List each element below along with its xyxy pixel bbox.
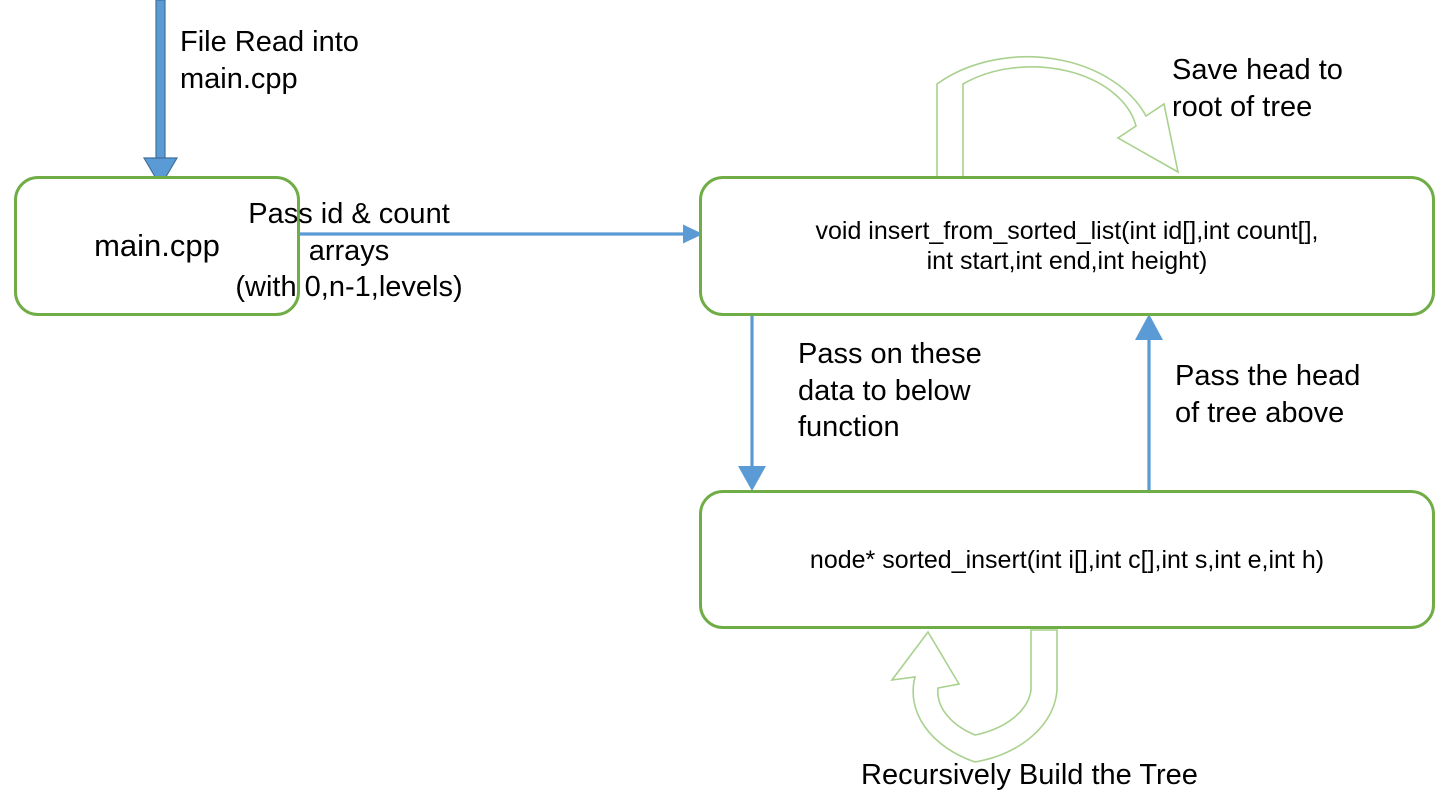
label-pass-data-to-below-function: Pass on these data to below function [798,338,982,444]
node-sorted-insert[interactable]: node* sorted_insert(int i[],int c[],int … [699,490,1435,629]
label-pass-the-head-of-tree-above: Pass the head of tree above [1175,360,1361,429]
node-insert-from-sorted-list[interactable]: void insert_from_sorted_list(int id[],in… [699,176,1435,316]
label-save-head-to-root-of-tree: Save head to root of tree [1172,54,1343,123]
recursion-loop-arrow-icon [890,629,1058,763]
label-file-read-into-main: File Read into main.cpp [180,26,359,95]
file-read-arrow-icon [142,0,179,188]
node-insert-from-sorted-list-label: void insert_from_sorted_list(int id[],in… [815,217,1319,275]
node-sorted-insert-label: node* sorted_insert(int i[],int c[],int … [809,545,1325,574]
node-main-cpp-label: main.cpp [94,228,220,264]
save-head-loop-arrow-icon [936,56,1180,178]
node-main-cpp[interactable]: main.cpp [14,176,300,316]
label-recursively-build-the-tree: Recursively Build the Tree [861,759,1198,791]
label-pass-id-and-count-arrays: Pass id & count arrays (with 0,n-1,level… [235,198,463,304]
insert-to-sorted-arrow-icon [738,316,766,491]
